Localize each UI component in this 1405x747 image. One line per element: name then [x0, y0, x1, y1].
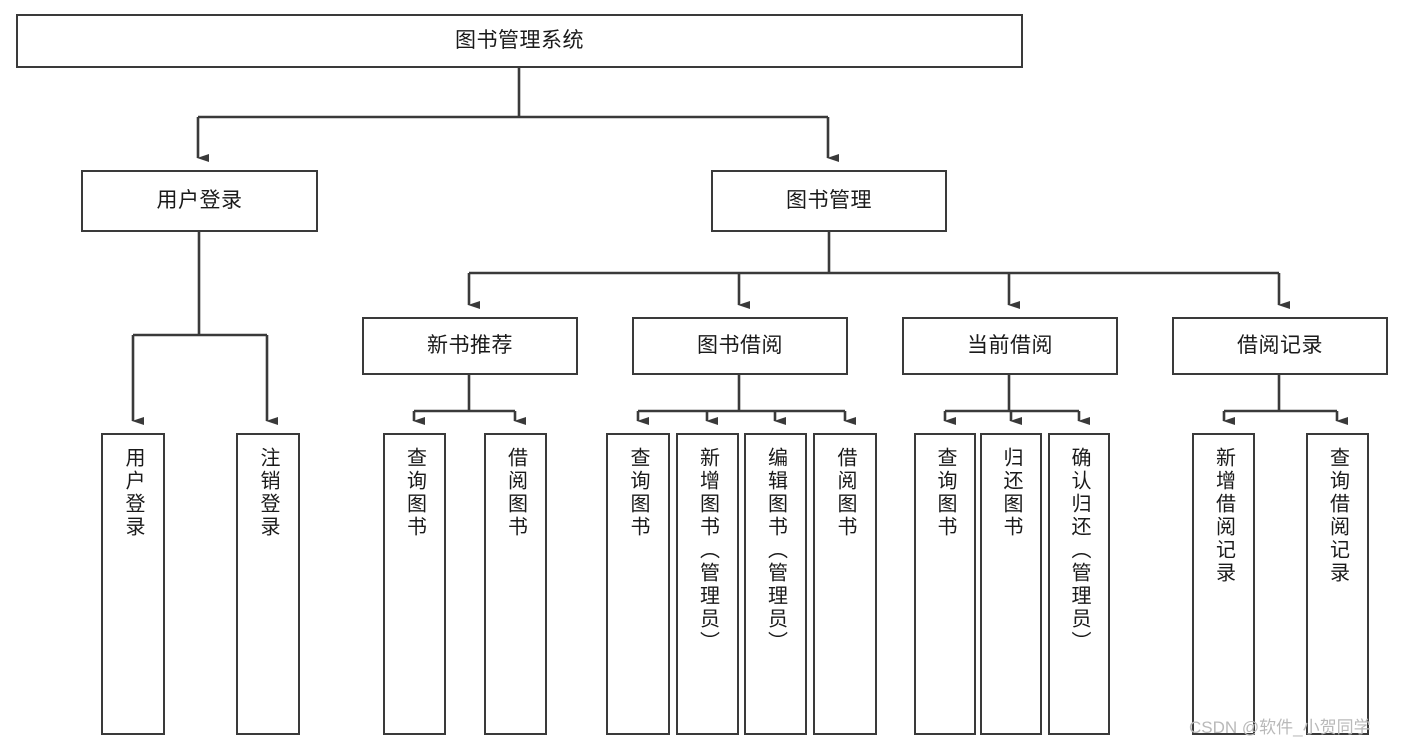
- leaf-query-book-2[interactable]: 查询图书: [606, 433, 670, 735]
- leaf-borrow-book-2-label: 借阅图书: [834, 447, 856, 539]
- node-user-login-label: 用户登录: [156, 188, 243, 212]
- leaf-query-book-1-label: 查询图书: [403, 447, 426, 539]
- node-book-borrow[interactable]: 图书借阅: [632, 317, 848, 375]
- leaf-return-book[interactable]: 归还图书: [980, 433, 1042, 735]
- leaf-borrow-book-1[interactable]: 借阅图书: [484, 433, 547, 735]
- node-borrow-record-label: 借阅记录: [1237, 333, 1323, 357]
- leaf-confirm-return-label: 确认归还（管理员）: [1068, 447, 1090, 654]
- leaf-user-login[interactable]: 用户登录: [101, 433, 165, 735]
- node-root[interactable]: 图书管理系统: [16, 14, 1023, 68]
- leaf-confirm-return[interactable]: 确认归还（管理员）: [1048, 433, 1110, 735]
- leaf-query-record-label: 查询借阅记录: [1326, 447, 1349, 585]
- leaf-logout-label: 注销登录: [257, 447, 279, 539]
- leaf-borrow-book-1-label: 借阅图书: [504, 447, 527, 539]
- node-book-manage-label: 图书管理: [786, 188, 872, 212]
- node-borrow-record[interactable]: 借阅记录: [1172, 317, 1388, 375]
- leaf-query-record[interactable]: 查询借阅记录: [1306, 433, 1369, 735]
- leaf-query-book-2-label: 查询图书: [627, 447, 649, 539]
- leaf-edit-book[interactable]: 编辑图书（管理员）: [744, 433, 807, 735]
- leaf-add-book-label: 新增图书（管理员）: [696, 447, 719, 654]
- leaf-add-book[interactable]: 新增图书（管理员）: [676, 433, 739, 735]
- leaf-user-login-label: 用户登录: [122, 447, 144, 539]
- leaf-return-book-label: 归还图书: [1000, 447, 1022, 539]
- leaf-add-record-label: 新增借阅记录: [1212, 447, 1235, 585]
- leaf-logout[interactable]: 注销登录: [236, 433, 300, 735]
- leaf-query-book-1[interactable]: 查询图书: [383, 433, 446, 735]
- node-book-manage[interactable]: 图书管理: [711, 170, 947, 232]
- leaf-query-book-3-label: 查询图书: [934, 447, 956, 539]
- node-new-book-rec[interactable]: 新书推荐: [362, 317, 578, 375]
- leaf-query-book-3[interactable]: 查询图书: [914, 433, 976, 735]
- node-root-label: 图书管理系统: [455, 28, 584, 52]
- node-current-borrow[interactable]: 当前借阅: [902, 317, 1118, 375]
- leaf-borrow-book-2[interactable]: 借阅图书: [813, 433, 877, 735]
- node-new-book-rec-label: 新书推荐: [427, 333, 513, 357]
- watermark-text: CSDN @软件_小贺同学: [1189, 718, 1371, 737]
- node-book-borrow-label: 图书借阅: [697, 333, 783, 357]
- node-current-borrow-label: 当前借阅: [967, 333, 1053, 357]
- leaf-add-record[interactable]: 新增借阅记录: [1192, 433, 1255, 735]
- leaf-edit-book-label: 编辑图书（管理员）: [764, 447, 787, 654]
- node-user-login[interactable]: 用户登录: [81, 170, 318, 232]
